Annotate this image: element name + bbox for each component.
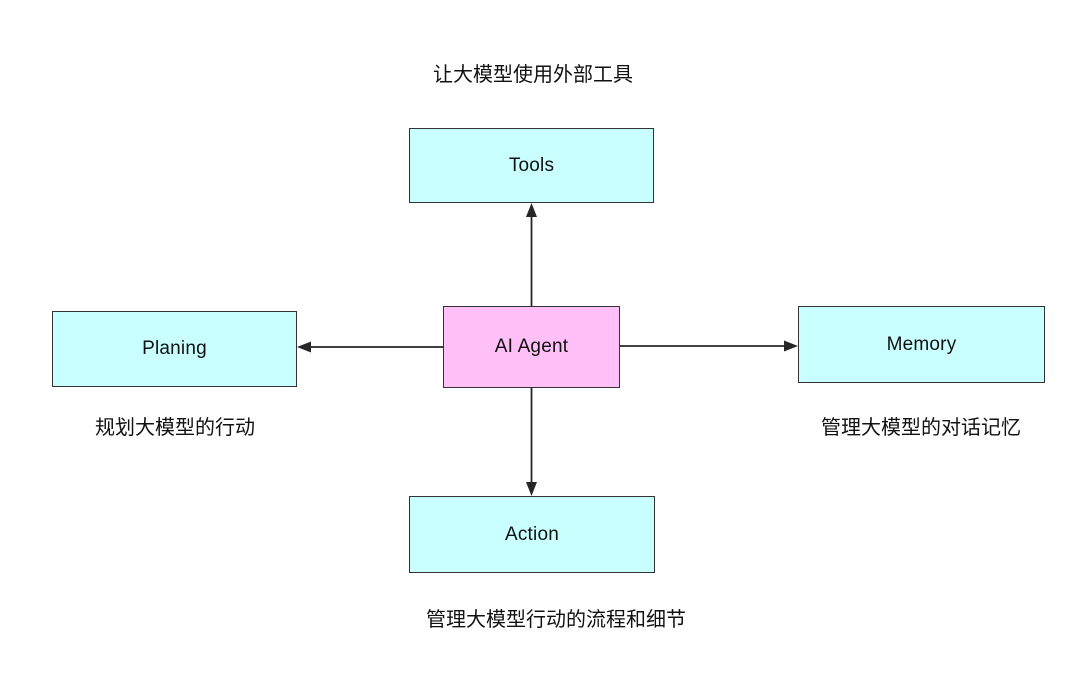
node-planing-label: Planing xyxy=(142,338,207,359)
arrow-center-to-planing xyxy=(297,341,443,353)
node-action: Action xyxy=(409,496,655,573)
node-ai-agent: AI Agent xyxy=(443,306,620,388)
arrow-center-to-action xyxy=(526,388,537,496)
caption-action: 管理大模型行动的流程和细节 xyxy=(426,609,686,631)
node-tools: Tools xyxy=(409,128,654,203)
node-planing: Planing xyxy=(52,311,297,387)
node-action-label: Action xyxy=(504,523,559,545)
node-ai-agent-label: AI Agent xyxy=(494,336,569,357)
arrow-center-to-memory xyxy=(620,340,798,352)
node-tools-label: Tools xyxy=(508,154,555,176)
node-memory: Memory xyxy=(798,306,1045,383)
caption-planing: 规划大模型的行动 xyxy=(95,417,255,439)
node-memory-label: Memory xyxy=(886,333,957,355)
caption-memory: 管理大模型的对话记忆 xyxy=(821,417,1021,439)
arrow-center-to-tools xyxy=(526,203,537,306)
caption-tools: 让大模型使用外部工具 xyxy=(433,64,633,86)
